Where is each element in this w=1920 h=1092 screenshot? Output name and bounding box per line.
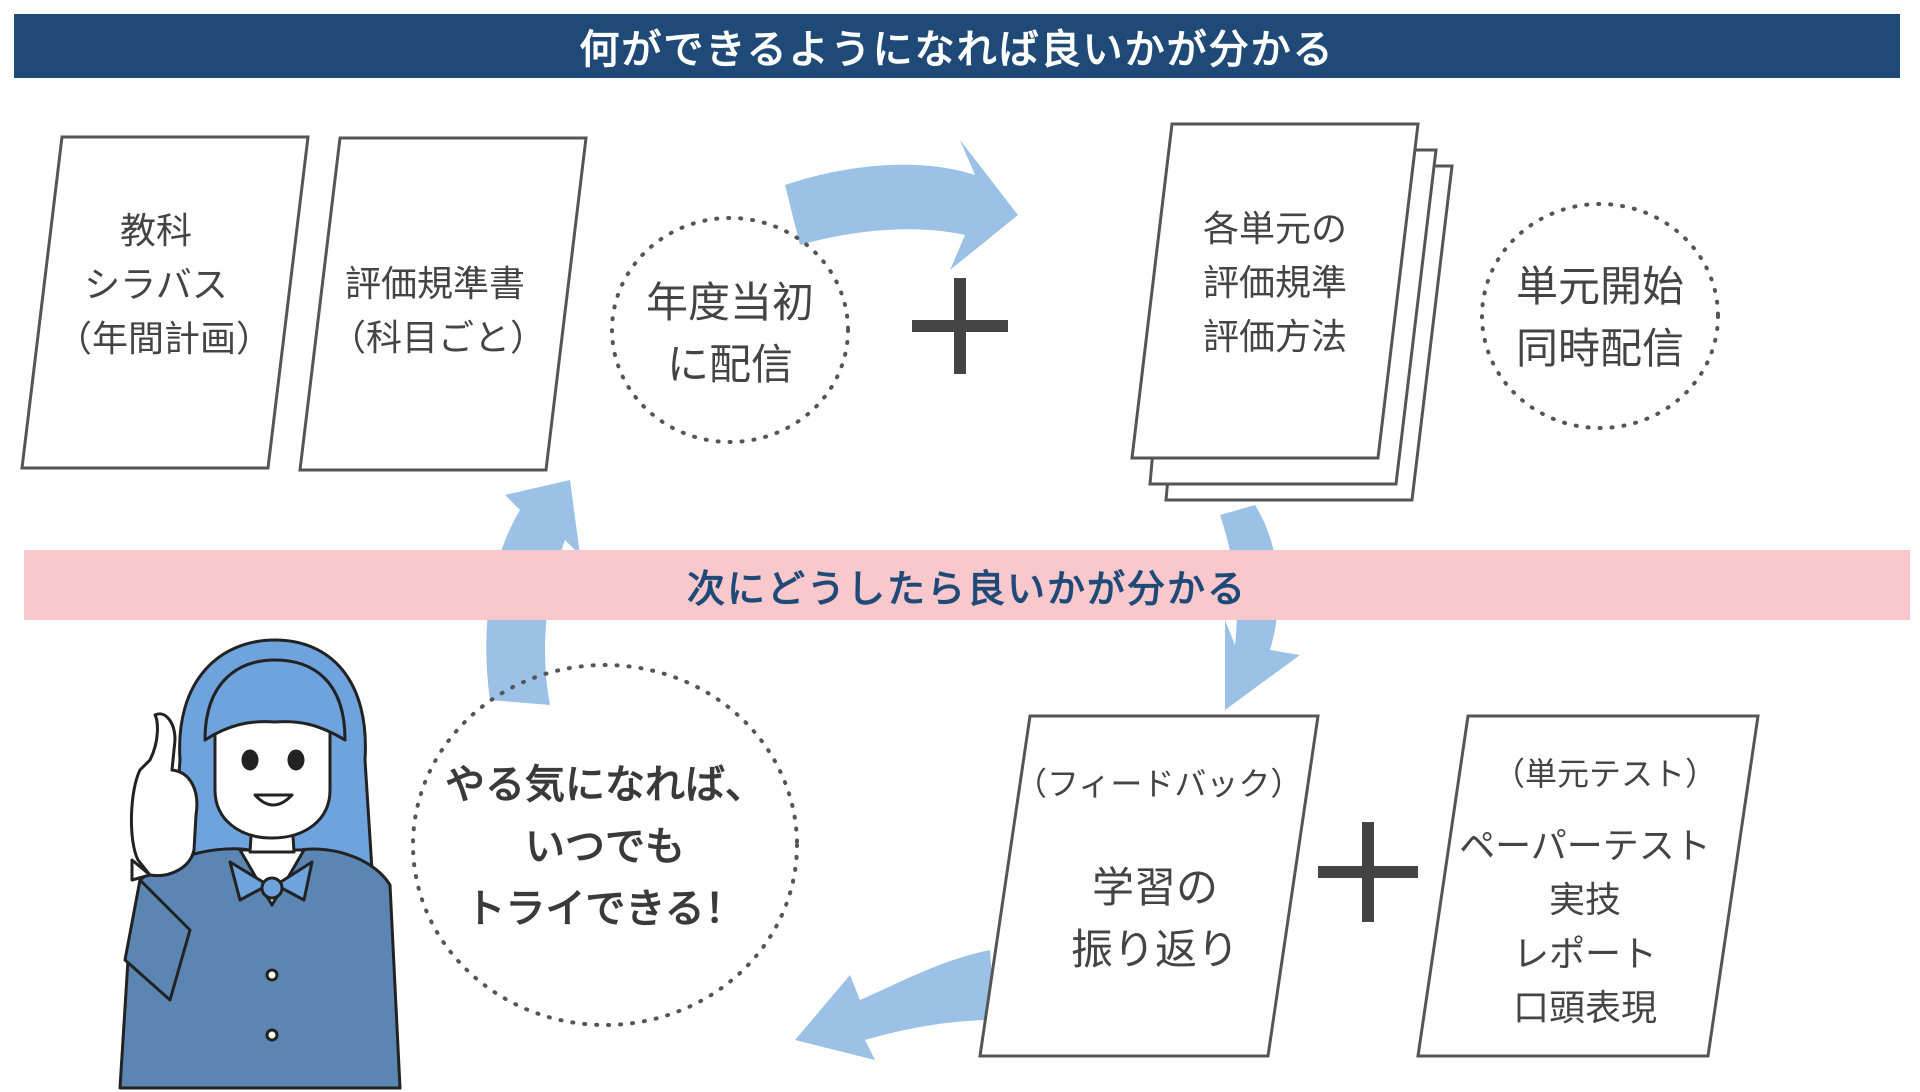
doc-unit-criteria-text: 各単元の 評価規準 評価方法 [1170, 203, 1380, 365]
bubble-start-of-year-outline [610, 216, 850, 444]
middle-banner-title: 次にどうしたら良いかが分かる [686, 566, 1247, 611]
arrow-top-icon [785, 140, 1018, 270]
doc-unit-test-caption: （単元テスト） [1492, 755, 1717, 793]
doc-syllabus-line-2: シラバス [84, 265, 228, 306]
bubble-student-line-2: いつでも [525, 824, 685, 870]
doc-syllabus-line-3: （年間計画） [56, 319, 273, 360]
doc-feedback [978, 714, 1320, 1058]
doc-unit-test-line-1: ペーパーテスト [1459, 826, 1711, 867]
doc-feedback-line-1: 学習の [1091, 863, 1218, 912]
doc-syllabus-line-1: 教科 [119, 211, 192, 252]
doc-syllabus-text: 教科 シラバス （年間計画） [56, 205, 273, 367]
bubble-start-of-year: 年度当初 に配信 [612, 272, 848, 396]
doc-rubric-line-2: （科目ごと） [330, 318, 547, 359]
bubble-start-of-year-line-1: 年度当初 [645, 278, 814, 327]
doc-unit-test-text: ペーパーテスト 実技 レポート 口頭表現 [1440, 820, 1730, 1036]
bubble-student-line-1: やる気になれば、 [445, 762, 765, 808]
plus-icon-top [912, 278, 1008, 374]
doc-feedback-text: 学習の 振り返り [1020, 857, 1290, 981]
doc-unit-test [1416, 714, 1760, 1058]
header-title: 何ができるようになれば良いかが分かる [579, 27, 1335, 73]
bubble-unit-start-line-2: 同時配信 [1515, 324, 1684, 373]
bubble-unit-start: 単元開始 同時配信 [1482, 256, 1718, 380]
doc-stack-unit-criteria [1130, 122, 1454, 502]
doc-unit-test-line-3: レポート [1512, 934, 1657, 975]
bubble-start-of-year-line-2: に配信 [666, 340, 793, 389]
doc-syllabus [20, 135, 310, 470]
doc-unit-criteria-line-2: 評価規準 [1202, 263, 1347, 304]
doc-rubric-text: 評価規準書 （科目ごと） [330, 258, 547, 366]
doc-rubric [298, 136, 588, 472]
doc-rubric-line-1: 評価規準書 [344, 264, 525, 305]
bubble-student: やる気になれば、 いつでも トライできる！ [440, 754, 770, 940]
bubble-student-outline [411, 663, 799, 1027]
plus-icon-bottom [1318, 822, 1418, 922]
doc-unit-test-line-2: 実技 [1548, 880, 1621, 921]
doc-feedback-caption: （フィードバック） [1015, 765, 1303, 803]
doc-unit-criteria-line-1: 各単元の [1202, 209, 1347, 250]
middle-banner: 次にどうしたら良いかが分かる [24, 550, 1910, 620]
bubble-unit-start-line-1: 単元開始 [1515, 262, 1684, 311]
arrow-bottom-icon [795, 950, 995, 1060]
doc-unit-criteria-line-3: 評価方法 [1202, 317, 1347, 358]
bubble-student-line-3: トライできる！ [465, 886, 745, 932]
bubble-unit-start-outline [1480, 202, 1720, 430]
doc-unit-test-line-4: 口頭表現 [1512, 988, 1657, 1029]
header-banner: 何ができるようになれば良いかが分かる [14, 14, 1900, 78]
doc-feedback-line-2: 振り返り [1070, 925, 1239, 974]
student-thumbs-up-icon [118, 638, 402, 1090]
